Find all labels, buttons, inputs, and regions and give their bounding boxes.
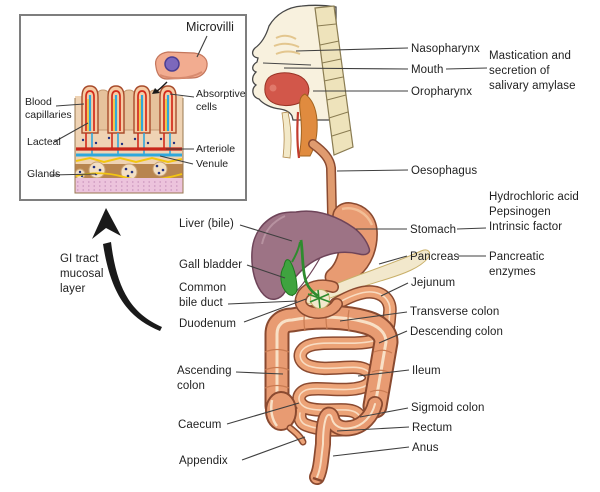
biliary-shape [280,239,331,309]
nasal-conchae [273,34,301,55]
label-absorptive-cells: Absorptive cells [196,88,246,113]
caecum-shape [265,391,297,431]
label-nasopharynx: Nasopharynx [411,43,480,55]
palate-line [262,62,312,66]
oesophagus-shape [308,139,337,218]
label-venule: Venule [196,158,229,170]
label-stomach: Stomach [410,224,457,236]
label-microvilli: Microvilli [186,20,234,34]
microvilli-cell [152,51,208,94]
label-arteriole: Arteriole [196,143,236,155]
inset-villi-art [74,85,184,194]
label-lacteal: Lacteal [27,136,61,148]
appendix-shape [286,424,307,446]
label-anus: Anus [412,442,439,454]
note-stomach-secretions: Hydrochloric acid Pepsinogen Intrinsic f… [489,191,579,233]
label-caecum: Caecum [178,419,222,431]
note-pancreas-secretion: Pancreatic enzymes [489,251,545,278]
label-oesophagus: Oesophagus [411,165,478,177]
label-glands: Glands [27,168,61,180]
gi-arrow [92,208,162,331]
label-ascending-colon: Ascending colon [177,365,232,392]
label-mouth: Mouth [411,64,444,76]
tongue-highlight [269,84,277,92]
note-gi-tract-mucosal-layer: GI tract mucosal layer [60,253,104,295]
label-ileum: Ileum [412,365,441,377]
neck-artery [296,111,301,159]
label-duodenum: Duodenum [179,318,237,330]
label-rectum: Rectum [412,422,453,434]
label-pancreas: Pancreas [410,251,460,263]
label-jejunum: Jejunum [411,277,456,289]
tongue-shape [264,72,310,107]
larynx-shape [281,111,292,159]
label-oropharynx: Oropharynx [411,86,473,98]
label-descending-colon: Descending colon [410,326,504,338]
gall-bladder-shape [280,259,298,296]
note-mouth-function: Mastication and secretion of salivary am… [489,50,576,92]
label-gall-bladder: Gall bladder [179,259,243,271]
label-transverse-colon: Transverse colon [410,306,500,318]
head-anatomy [251,4,354,159]
vertebral-column [314,5,354,156]
common-bile-duct-shape [299,239,319,298]
anus-mark [312,476,323,483]
label-appendix: Appendix [179,455,228,467]
label-liver: Liver (bile) [179,218,234,230]
leader-lines [50,35,488,461]
label-sigmoid-colon: Sigmoid colon [411,402,485,414]
label-blood-capillaries: Blood capillaries [25,96,72,121]
label-common-bile-duct: Common bile duct [179,282,227,309]
colon-shape [264,304,399,419]
rectum-shape [309,396,383,485]
